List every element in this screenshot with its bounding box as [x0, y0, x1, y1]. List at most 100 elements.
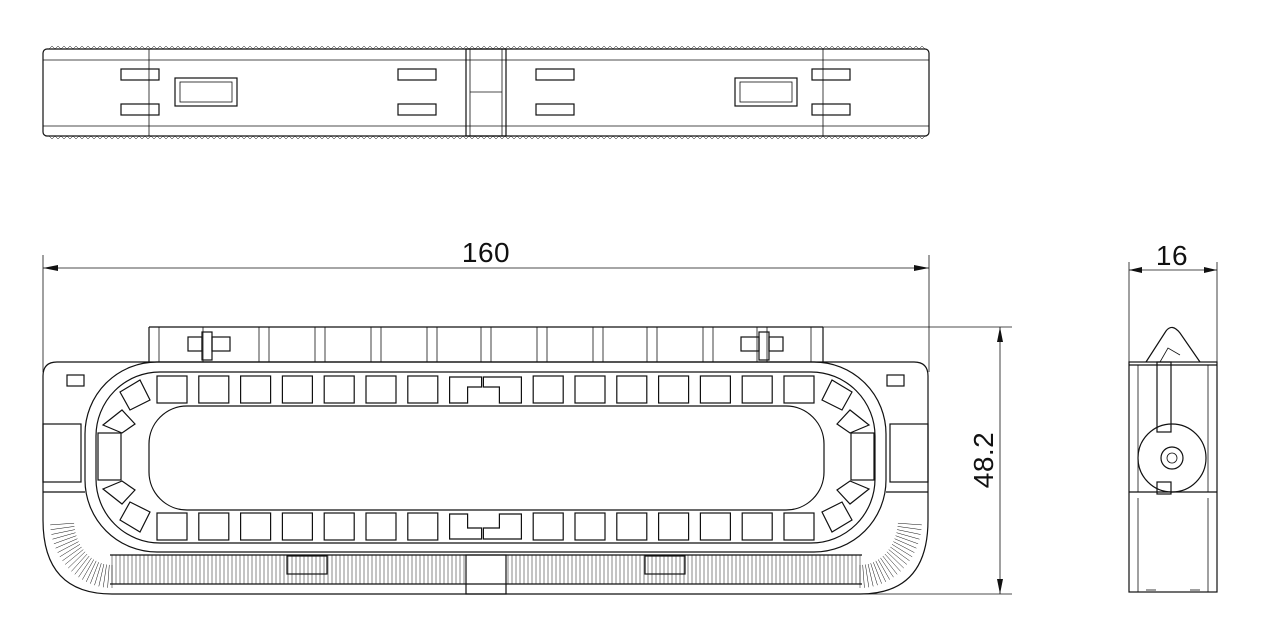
base-rib [882, 555, 898, 575]
track-slot [574, 375, 606, 404]
track-slot [574, 512, 606, 541]
side-view [1128, 326, 1218, 593]
top-view-outline [42, 48, 930, 137]
base-rib [85, 560, 97, 583]
dimension-width-label: 16 [1156, 240, 1188, 271]
base-rib [102, 564, 107, 588]
front-view-left-lug [42, 423, 82, 483]
base-rib [893, 541, 915, 553]
base-rib [875, 560, 887, 583]
front-view-loop-ends [97, 379, 875, 533]
dimension-height: 48.2 [823, 326, 1012, 595]
front-view-track-slots-bottom [156, 512, 815, 541]
front-view-corner-slot [66, 374, 85, 387]
base-rib [897, 529, 921, 535]
top-view-center-joint [465, 48, 507, 137]
track-slot [616, 512, 648, 541]
track-slot [407, 375, 439, 404]
track-slot [240, 512, 272, 541]
dimension-length-label: 160 [462, 237, 510, 268]
track-slot [657, 512, 690, 541]
base-rib [64, 549, 84, 565]
base-rib [71, 553, 88, 572]
front-view-clip-right [740, 331, 784, 361]
base-rib [877, 559, 890, 580]
base-rib [59, 544, 81, 558]
base-rib [57, 541, 79, 553]
top-view-latch-right [734, 77, 798, 107]
track-slot [198, 375, 230, 404]
track-slot [783, 512, 815, 541]
track-slot [532, 375, 564, 404]
side-view-latch [1145, 326, 1201, 363]
base-rib [52, 532, 76, 540]
base-rib [94, 563, 102, 586]
track-slot [699, 512, 732, 541]
base-rib [55, 538, 78, 549]
base-rib [897, 522, 922, 526]
front-view-corner-slot [886, 374, 905, 387]
base-rib [107, 564, 110, 588]
track-slot [699, 375, 732, 404]
front-view-top-teeth [148, 326, 824, 362]
base-rib [62, 546, 82, 562]
base-rib [68, 551, 86, 569]
track-slot [449, 513, 483, 540]
base-rib [888, 549, 908, 565]
front-view-ribbed-base [43, 491, 928, 595]
track-slot [365, 375, 397, 404]
top-view-latch-left [174, 77, 238, 107]
base-rib [891, 544, 913, 558]
base-rib [51, 529, 75, 535]
front-view-track-slots-top [156, 375, 815, 404]
front-view-inner-track [95, 371, 876, 544]
base-rib [873, 562, 882, 584]
track-slot [156, 512, 188, 541]
dimension-height-label: 48.2 [968, 432, 999, 489]
base-rib [74, 555, 90, 575]
side-view-outline [1128, 361, 1218, 593]
base-rib [78, 557, 92, 578]
front-view-body-outline [42, 361, 929, 595]
base-rib [880, 557, 894, 578]
top-view [42, 45, 930, 140]
track-slot [198, 512, 230, 541]
top-view-slots [120, 68, 851, 116]
base-rib [90, 562, 99, 584]
base-rib [53, 535, 77, 545]
track-slot [657, 375, 690, 404]
track-slot [407, 512, 439, 541]
base-rib [862, 564, 865, 588]
track-slot [240, 375, 272, 404]
base-rib [895, 535, 919, 545]
front-view-clip-left [187, 331, 231, 361]
base-rib [98, 563, 105, 587]
track-slot [741, 512, 773, 541]
track-slot [281, 375, 313, 404]
base-rib [886, 551, 904, 569]
base-rib [897, 526, 922, 530]
dimension-length: 160 [42, 237, 930, 372]
track-slot [741, 375, 773, 404]
front-view-inner-opening [148, 405, 825, 511]
base-rib [82, 559, 95, 580]
dimension-width: 16 [1128, 240, 1218, 362]
track-slot [783, 375, 815, 404]
base-rib [50, 522, 75, 526]
base-rib [50, 526, 75, 530]
front-view-right-lug [889, 423, 929, 483]
base-rib [867, 563, 874, 587]
side-view-pivot [1137, 423, 1207, 493]
base-rib [884, 553, 901, 572]
front-view [42, 326, 929, 595]
track-slot [482, 376, 522, 404]
base-rib [896, 532, 920, 540]
track-slot [156, 375, 188, 404]
track-slot [532, 512, 564, 541]
base-rib [870, 563, 878, 586]
track-slot [323, 512, 355, 541]
track-slot [323, 375, 355, 404]
track-slot [365, 512, 397, 541]
base-rib [894, 538, 917, 549]
base-rib [890, 546, 910, 562]
